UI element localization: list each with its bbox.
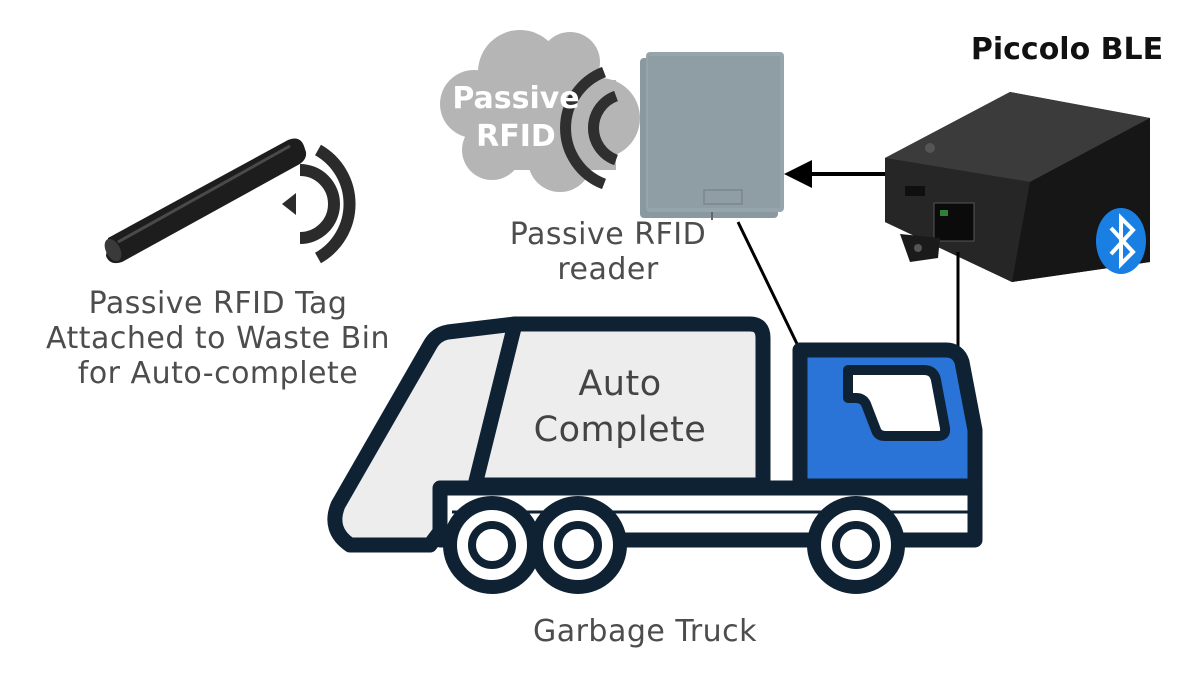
truck-body-label-line: Auto	[578, 364, 662, 404]
rfid-tag-label-line: Attached to Waste Bin	[45, 321, 391, 357]
rfid-reader-label-line: reader	[557, 252, 659, 288]
device-title: Piccolo BLE	[970, 32, 1164, 67]
truck-label: Garbage Truck	[480, 614, 810, 649]
cloud-label-line: RFID	[476, 118, 556, 154]
rfid-reader-label-line: Passive RFID	[509, 217, 707, 252]
rfid-tag-label-line: Passive RFID Tag	[88, 286, 348, 321]
reader-cable	[736, 221, 802, 351]
truck-label-text: Garbage Truck	[532, 614, 758, 649]
rfid-reader-image	[640, 52, 784, 220]
rfid-tag-image	[104, 138, 307, 264]
truck-body	[462, 316, 771, 493]
piccolo-ble-device-image	[885, 92, 1150, 282]
cloud-label: Passive RFID	[436, 80, 596, 155]
truck-wheel	[443, 496, 541, 594]
bluetooth-icon	[1096, 208, 1146, 274]
truck-wheel	[807, 496, 905, 594]
truck-wheel	[529, 496, 627, 594]
truck-body-label: Auto Complete	[500, 362, 740, 453]
garbage-truck-image	[327, 316, 983, 594]
rfid-tag-label-line: for Auto-complete	[77, 356, 359, 392]
rfid-reader-label: Passive RFID reader	[478, 217, 738, 287]
data-arrow	[784, 160, 895, 188]
truck-window	[843, 365, 951, 441]
truck-body-label-line: Complete	[533, 409, 707, 450]
cloud-label-line: Passive	[452, 81, 580, 116]
wireless-signal-icon	[282, 144, 356, 264]
reader-signal-icon	[560, 66, 619, 190]
rfid-tag-label: Passive RFID Tag Attached to Waste Bin f…	[8, 286, 428, 391]
